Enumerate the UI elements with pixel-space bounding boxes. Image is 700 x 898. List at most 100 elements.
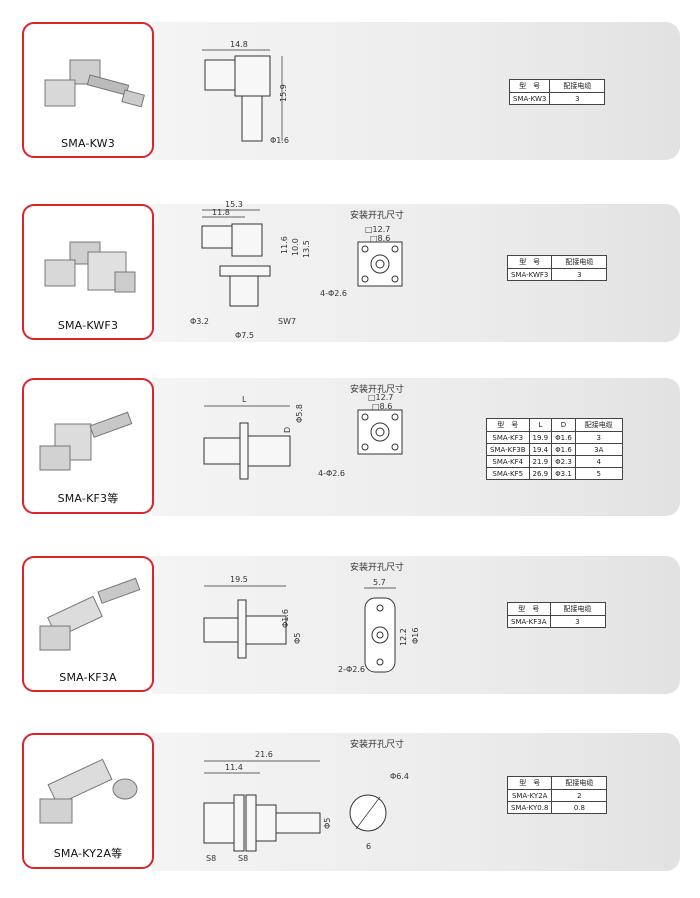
dim-label: 2-Φ2.6 [338, 665, 365, 674]
table-cell: SMA-KF4 [486, 455, 530, 468]
table-cell: SMA-KY0.8 [506, 801, 553, 814]
table-cell: 19.9 [528, 431, 553, 444]
mounting-hole-caption: 安装开孔尺寸 [350, 385, 405, 395]
table-cell: 3 [574, 431, 623, 444]
product-name: SMA-KY2A等 [53, 847, 123, 860]
table-cell: SMA-KW3 [508, 92, 551, 105]
dim-label: 13.5 [302, 240, 311, 258]
table-cell: 3 [549, 615, 606, 628]
connector-photo-icon [44, 59, 145, 108]
dim-label: Φ5 [293, 633, 302, 644]
connector-photo-icon [39, 758, 138, 824]
mounting-hole-caption: 安装开孔尺寸 [350, 563, 405, 573]
table-header: 配接电缆 [551, 776, 608, 790]
dim-label: D [283, 427, 292, 433]
dim-label: Φ16 [411, 628, 420, 644]
table-cell: Φ2.3 [551, 455, 576, 468]
technical-drawing: 15.3 11.8 11.6 10.0 13.5 Φ3.2 Φ7.5 SW7 □… [190, 200, 490, 342]
product-row-4: SMA-KF3A 安装开孔尺寸 19.5 Φ1.6 Φ5 5.7 12.2 Φ1… [0, 556, 700, 716]
dim-label: 19.5 [230, 575, 248, 584]
dim-label: S8 [238, 854, 248, 863]
table-cell: 4 [574, 455, 623, 468]
table-cell: SMA-KF3B [486, 443, 530, 456]
product-name: SMA-KWF3 [57, 319, 119, 332]
table-cell: 21.9 [528, 455, 553, 468]
table-header: 型 号 [506, 776, 553, 790]
table-cell: SMA-KF3A [507, 615, 551, 628]
dim-label: □12.7 [365, 225, 390, 234]
table-cell: 3 [549, 92, 606, 105]
dim-label: Φ1.6 [281, 609, 290, 628]
dim-label: SW7 [278, 317, 296, 326]
dim-label: 14.8 [230, 40, 248, 49]
mounting-hole-caption: 安装开孔尺寸 [350, 211, 405, 221]
dim-label: 11.6 [280, 236, 289, 254]
product-name: SMA-KF3等 [57, 492, 119, 505]
table-header: 型 号 [507, 602, 551, 616]
dim-label: 12.2 [399, 628, 408, 646]
table-cell: SMA-KY2A [506, 789, 553, 802]
table-cell: Φ1.6 [551, 431, 576, 444]
dim-label: Φ7.5 [235, 331, 254, 340]
table-header: 配接电缆 [549, 602, 606, 616]
dim-label: 6 [366, 842, 371, 851]
table-cell: 26.9 [528, 467, 553, 480]
technical-drawing: 19.5 Φ1.6 Φ5 5.7 12.2 Φ16 2-Φ2.6 [190, 556, 490, 694]
technical-drawing: L Φ5.8 D □12.7 □8.6 4-Φ2.6 [190, 378, 490, 516]
table-cell: 19.4 [528, 443, 553, 456]
connector-photo-icon [39, 577, 141, 651]
dim-label: □12.7 [368, 393, 393, 402]
product-row-3: SMA-KF3等 安装开孔尺寸 L Φ5.8 D □12.7 □8.6 4-Φ2… [0, 378, 700, 538]
dim-label: Φ5 [323, 818, 332, 829]
table-header: 型 号 [506, 255, 553, 269]
dim-label: 4-Φ2.6 [320, 289, 347, 298]
technical-drawing: 14.8 15.9 Φ1.6 [190, 22, 490, 160]
table-header: 配接电缆 [549, 79, 606, 93]
product-photo-frame[interactable]: SMA-KF3A [22, 556, 154, 692]
table-cell: Φ3.1 [551, 467, 576, 480]
dim-label: 4-Φ2.6 [318, 469, 345, 478]
connector-drawing-icon: 15.3 11.8 11.6 10.0 13.5 Φ3.2 Φ7.5 SW7 □… [190, 200, 403, 340]
mounting-hole-caption: 安装开孔尺寸 [350, 740, 405, 750]
product-photo-frame[interactable]: SMA-KF3等 [22, 378, 154, 514]
dim-label: □8.6 [370, 234, 390, 243]
dim-label: L [242, 395, 247, 404]
product-name: SMA-KF3A [59, 671, 117, 684]
dim-label: 10.0 [291, 238, 300, 256]
product-row-2: SMA-KWF3 安装开孔尺寸 15.3 11.8 11.6 10.0 13.5… [0, 200, 700, 364]
dim-label: 11.4 [225, 763, 243, 772]
connector-drawing-icon: 19.5 Φ1.6 Φ5 5.7 12.2 Φ16 2-Φ2.6 [203, 575, 420, 674]
table-cell: Φ1.6 [551, 443, 576, 456]
table-header: 型 号 [508, 79, 551, 93]
table-cell: 0.8 [551, 801, 608, 814]
table-cell: SMA-KF5 [486, 467, 530, 480]
table-cell: 2 [551, 789, 608, 802]
table-cell: 3A [574, 443, 623, 456]
dim-label: Φ3.2 [190, 317, 209, 326]
product-photo-frame[interactable]: SMA-KY2A等 [22, 733, 154, 869]
connector-drawing-icon: 21.6 11.4 Φ5 S8 S8 Φ6.4 6 [203, 750, 409, 863]
dim-label: 15.9 [279, 84, 288, 102]
dim-label: Φ6.4 [390, 772, 409, 781]
dim-label: 21.6 [255, 750, 273, 759]
dim-label: Φ1.6 [270, 136, 289, 145]
product-photo-frame[interactable]: SMA-KW3 [22, 22, 154, 158]
product-row-5: SMA-KY2A等 安装开孔尺寸 21.6 11.4 Φ5 S8 S8 Φ6.4… [0, 733, 700, 893]
product-name: SMA-KW3 [61, 137, 115, 150]
table-header: 配接电缆 [551, 255, 608, 269]
table-cell: 3 [551, 268, 608, 281]
table-cell: SMA-KF3 [486, 431, 530, 444]
dim-label: 5.7 [373, 578, 386, 587]
table-cell: SMA-KWF3 [506, 268, 553, 281]
dim-label: □8.6 [372, 402, 392, 411]
connector-photo-icon [44, 241, 136, 293]
product-photo-frame[interactable]: SMA-KWF3 [22, 204, 154, 340]
technical-drawing: 21.6 11.4 Φ5 S8 S8 Φ6.4 6 [190, 733, 490, 871]
dim-label: 15.3 [225, 200, 243, 209]
